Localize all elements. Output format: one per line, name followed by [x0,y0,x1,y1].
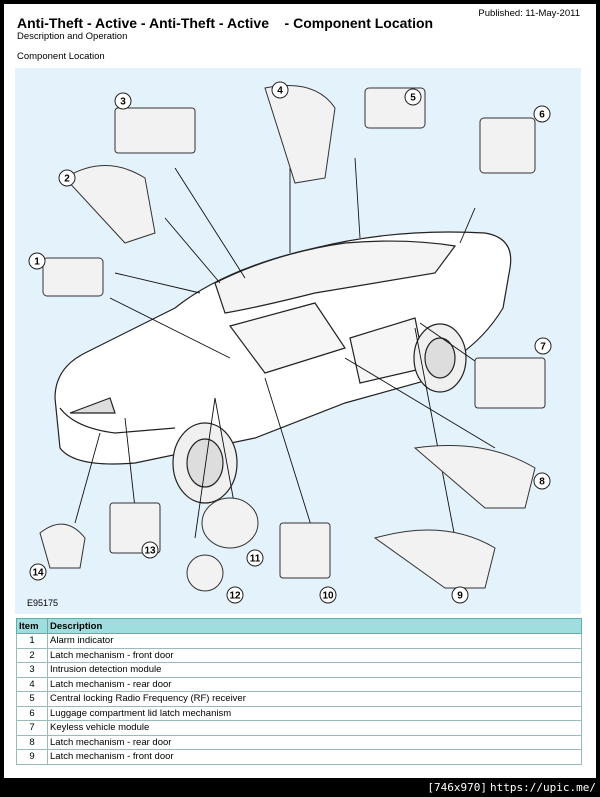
leader-lines [74,157,496,539]
svg-text:9: 9 [457,591,463,602]
callout-4: 4 [271,81,289,99]
luggage-latch-part [479,117,536,174]
component-sketches [39,85,546,592]
row-description: Keyless vehicle module [47,720,582,736]
row-item-number: 5 [16,691,48,707]
column-header-description: Description [47,618,582,634]
table-header-row: Item Description [16,618,582,634]
keyless-module-part [474,357,546,409]
row-item-number: 1 [16,633,48,649]
published-date: Published: 11-May-2011 [478,8,580,19]
svg-text:11: 11 [250,554,261,565]
component-location-figure: 1 2 3 4 5 6 7 8 9 10 11 12 13 14 E95175 [15,68,581,614]
callout-14: 14 [29,563,47,581]
alarm-indicator-part [42,257,104,297]
svg-text:6: 6 [539,110,545,121]
svg-text:3: 3 [120,97,126,108]
row-description: Latch mechanism - front door [47,647,582,663]
callout-11: 11 [246,549,264,567]
row-item-number: 3 [16,662,48,678]
component-13-part [109,502,161,554]
svg-text:5: 5 [410,93,416,104]
image-host-footer: [746x970] https://upic.me/ [427,778,600,797]
row-description: Luggage compartment lid latch mechanism [47,705,582,721]
svg-text:1: 1 [34,257,40,268]
callout-markers: 1 2 3 4 5 6 7 8 9 10 11 12 13 14 [28,81,552,604]
image-size-label: [746x970] [427,781,488,794]
row-description: Intrusion detection module [47,662,582,678]
image-host-link[interactable]: https://upic.me/ [490,781,596,794]
callout-8: 8 [533,472,551,490]
callout-9: 9 [451,586,469,604]
svg-text:2: 2 [64,174,70,185]
svg-text:13: 13 [144,546,156,557]
column-header-item: Item [16,618,48,634]
row-description: Alarm indicator [47,633,582,649]
intrusion-module-part [114,107,196,154]
callout-6: 6 [533,105,551,123]
row-item-number: 2 [16,647,48,663]
row-item-number: 7 [16,720,48,736]
component-12-part [186,554,224,592]
front-latch-9-part [373,529,496,589]
callout-2: 2 [58,169,76,187]
page-title: Anti-Theft - Active - Anti-Theft - Activ… [17,15,434,31]
callout-13: 13 [141,541,159,559]
svg-text:8: 8 [539,477,545,488]
callout-5: 5 [404,88,422,106]
row-item-number: 6 [16,705,48,721]
document-page: Anti-Theft - Active - Anti-Theft - Activ… [4,4,596,778]
callout-3: 3 [114,92,132,110]
subsection-label: Component Location [17,51,105,62]
row-description: Latch mechanism - front door [47,749,582,765]
row-item-number: 4 [16,676,48,692]
front-latch-part [64,165,156,244]
figure-id: E95175 [27,598,58,608]
section-label: Description and Operation [17,31,128,42]
svg-text:14: 14 [32,568,44,579]
callout-10: 10 [319,586,337,604]
component-11-part [201,497,259,549]
row-item-number: 9 [16,749,48,765]
rear-latch-8-part [413,445,536,509]
callout-7: 7 [534,337,552,355]
svg-text:12: 12 [229,591,241,602]
component-10-part [279,522,331,579]
svg-text:7: 7 [540,342,546,353]
vehicle-diagram: 1 2 3 4 5 6 7 8 9 10 11 12 13 14 E95175 [27,81,552,608]
svg-text:4: 4 [277,86,283,97]
car-illustration [54,231,512,504]
rear-latch-part [264,85,336,184]
component-14-part [39,523,86,569]
row-item-number: 8 [16,734,48,750]
svg-text:10: 10 [322,591,334,602]
callout-1: 1 [28,252,46,270]
callout-12: 12 [226,586,244,604]
row-description: Latch mechanism - rear door [47,676,582,692]
row-description: Central locking Radio Frequency (RF) rec… [47,691,582,707]
row-description: Latch mechanism - rear door [47,734,582,750]
